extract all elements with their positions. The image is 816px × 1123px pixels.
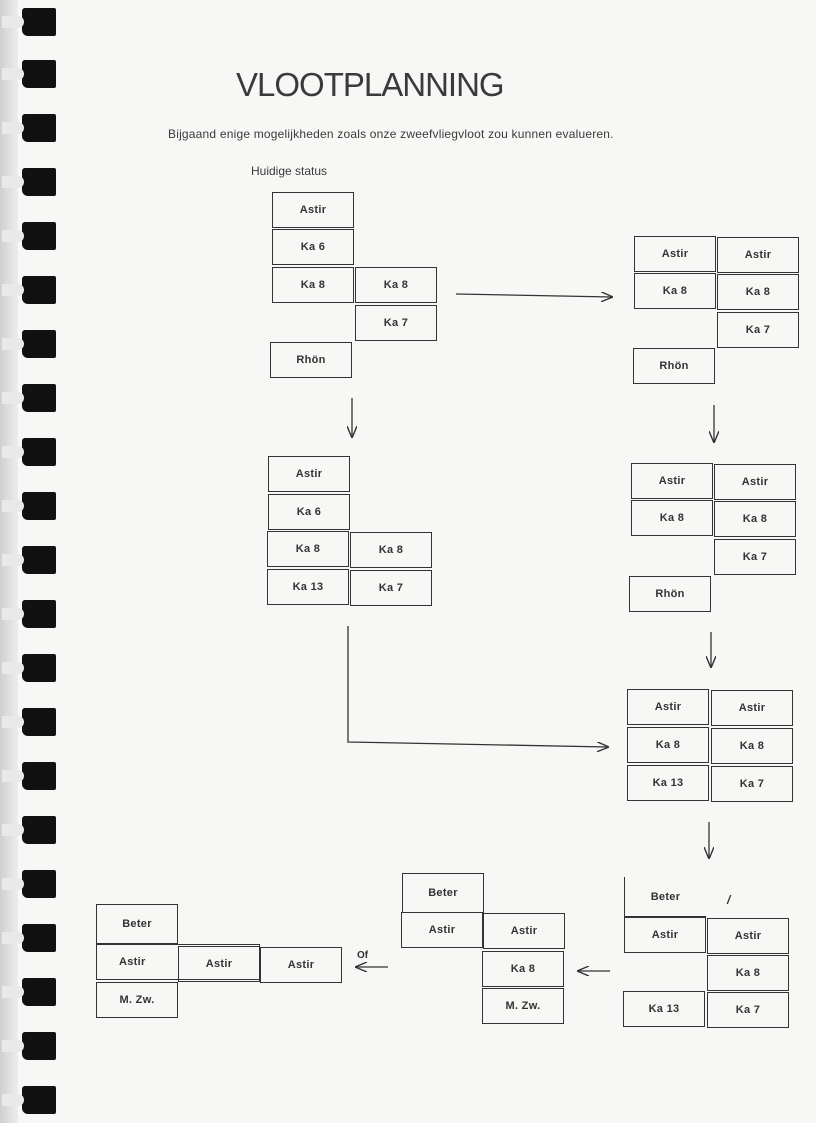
binding-ring — [2, 1086, 56, 1114]
binding-ring — [2, 492, 56, 520]
fleet-cell: M. Zw. — [96, 982, 178, 1018]
fleet-cell: Beter — [624, 877, 706, 917]
binding-ring — [2, 708, 56, 736]
fleet-cell: Rhön — [270, 342, 352, 378]
binding-ring — [2, 816, 56, 844]
fleet-cell: Rhön — [629, 576, 711, 612]
binding-ring — [2, 546, 56, 574]
binding-ring — [2, 114, 56, 142]
fleet-cell: Ka 13 — [623, 991, 705, 1027]
binding-ring — [2, 654, 56, 682]
fleet-cell: Astir — [707, 918, 789, 954]
fleet-cell: Ka 7 — [350, 570, 432, 606]
fleet-cell: Ka 8 — [267, 531, 349, 567]
binding-ring — [2, 924, 56, 952]
fleet-cell: Ka 8 — [272, 267, 354, 303]
binding-ring — [2, 870, 56, 898]
fleet-cell: Astir — [714, 464, 796, 500]
fleet-cell: Ka 8 — [627, 727, 709, 763]
arrow-right — [455, 294, 612, 297]
binding-ring — [2, 8, 56, 36]
fleet-cell: Astir — [634, 236, 716, 272]
binding-ring — [2, 60, 56, 88]
fleet-cell: Astir — [631, 463, 713, 499]
fleet-cell: Ka 6 — [268, 494, 350, 530]
arrow-elbow — [347, 626, 608, 747]
fleet-cell: Astir — [717, 237, 799, 273]
fleet-cell: Ka 7 — [711, 766, 793, 802]
fleet-cell: Ka 8 — [634, 273, 716, 309]
fleet-cell: M. Zw. — [482, 988, 564, 1024]
fleet-cell: Rhön — [633, 348, 715, 384]
page-subtitle: Bijgaand enige mogelijkheden zoals onze … — [168, 127, 614, 141]
status-label: Huidige status — [251, 164, 328, 178]
handwritten-mark: / — [727, 893, 731, 907]
fleet-cell: Beter — [96, 904, 178, 944]
page-title: VLOOTPLANNING — [236, 66, 505, 103]
alternative-label: Of — [357, 950, 369, 961]
fleet-cell: Astir — [260, 947, 342, 983]
binding-ring — [2, 168, 56, 196]
fleet-cell: Ka 7 — [717, 312, 799, 348]
fleet-cell: Astir — [178, 946, 260, 982]
binding-ring — [2, 330, 56, 358]
binding-ring — [2, 438, 56, 466]
binding-ring — [2, 762, 56, 790]
fleet-cell: Ka 8 — [714, 501, 796, 537]
binding-ring — [2, 276, 56, 304]
binding-ring — [2, 600, 56, 628]
fleet-cell: Ka 8 — [482, 951, 564, 987]
fleet-cell: Astir — [401, 912, 483, 948]
fleet-cell: Ka 8 — [711, 728, 793, 764]
fleet-cell: Ka 8 — [355, 267, 437, 303]
binding-ring — [2, 978, 56, 1006]
fleet-cell: Ka 8 — [717, 274, 799, 310]
fleet-cell: Astir — [483, 913, 565, 949]
fleet-cell: Ka 6 — [272, 229, 354, 265]
fleet-cell: Astir — [711, 690, 793, 726]
fleet-cell: Astir — [627, 689, 709, 725]
fleet-cell: Ka 7 — [355, 305, 437, 341]
fleet-cell: Ka 13 — [627, 765, 709, 801]
binding-ring — [2, 1032, 56, 1060]
fleet-cell: Ka 8 — [350, 532, 432, 568]
fleet-cell: Ka 7 — [707, 992, 789, 1028]
fleet-cell: Astir — [268, 456, 350, 492]
spiral-binding — [0, 0, 58, 1123]
fleet-cell: Ka 13 — [267, 569, 349, 605]
fleet-cell: Astir — [272, 192, 354, 228]
fleet-cell: Ka 7 — [714, 539, 796, 575]
fleet-cell: Ka 8 — [631, 500, 713, 536]
binding-ring — [2, 384, 56, 412]
binding-ring — [2, 222, 56, 250]
fleet-cell: Astir — [624, 917, 706, 953]
fleet-cell: Ka 8 — [707, 955, 789, 991]
